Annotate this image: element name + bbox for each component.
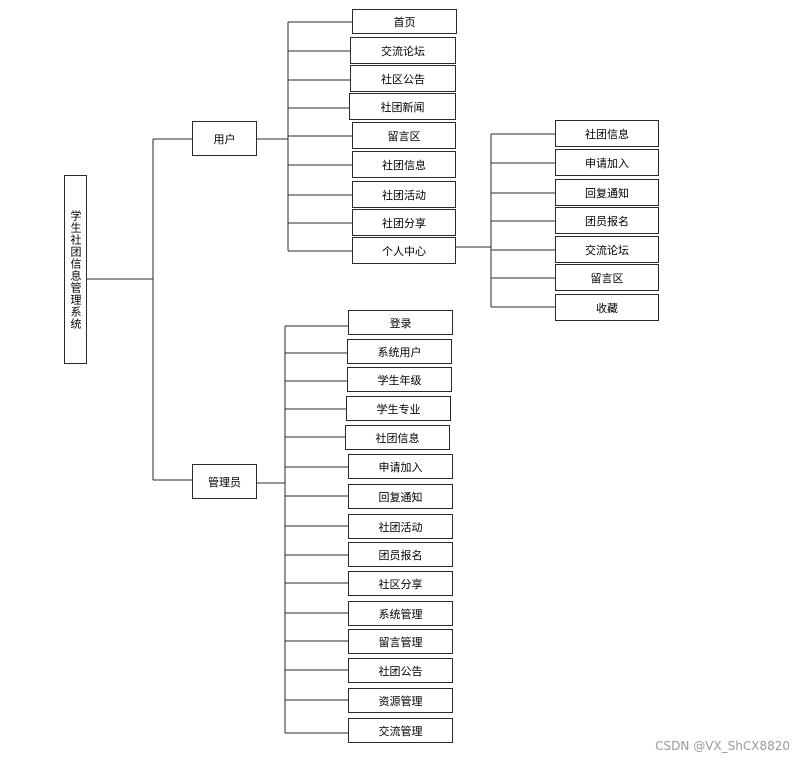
user-item-label: 个人中心	[382, 244, 426, 258]
admin-item-label: 社团公告	[378, 664, 423, 678]
admin-item-member-signup: 团员报名	[348, 542, 453, 567]
admin-item-label: 资源管理	[378, 694, 423, 708]
admin-item-student-grade: 学生年级	[347, 367, 452, 392]
personal-item-label: 团员报名	[585, 214, 629, 228]
admin-item-exchange-management: 交流管理	[348, 718, 453, 743]
admin-item-club-notice: 社团公告	[348, 658, 453, 683]
personal-item-message-board: 留言区	[555, 264, 659, 291]
personal-item-reply-notice: 回复通知	[555, 179, 659, 206]
admin-item-label: 申请加入	[378, 460, 423, 474]
admin-item-login: 登录	[348, 310, 453, 335]
admin-item-label: 社区分享	[378, 577, 423, 591]
user-item-label: 留言区	[387, 129, 421, 143]
user-label: 用户	[213, 132, 236, 146]
admin-item-apply-join: 申请加入	[348, 454, 453, 479]
personal-item-member-signup: 团员报名	[555, 207, 659, 234]
user-item-community-notice: 社区公告	[350, 65, 456, 92]
root-node: 学生社团信息管理系统	[64, 175, 87, 364]
admin-item-label: 学生专业	[376, 402, 421, 416]
user-item-label: 交流论坛	[381, 44, 425, 58]
admin-item-club-info: 社团信息	[345, 425, 450, 450]
user-item-label: 社团分享	[382, 216, 426, 230]
admin-item-student-major: 学生专业	[346, 396, 451, 421]
watermark: CSDN @VX_ShCX8820	[655, 739, 790, 753]
admin-node: 管理员	[192, 464, 257, 499]
user-item-message-board: 留言区	[352, 122, 456, 149]
user-item-label: 社团信息	[382, 158, 426, 172]
user-item-label: 社团活动	[382, 188, 426, 202]
user-node: 用户	[192, 121, 257, 156]
admin-item-label: 社团活动	[378, 520, 423, 534]
admin-item-message-management: 留言管理	[348, 629, 453, 654]
admin-item-club-activities: 社团活动	[348, 514, 453, 539]
admin-item-label: 交流管理	[378, 724, 423, 738]
personal-item-label: 社团信息	[585, 127, 629, 141]
user-item-label: 首页	[393, 15, 416, 29]
user-item-personal-center: 个人中心	[352, 237, 456, 264]
user-item-home: 首页	[352, 9, 457, 34]
admin-item-label: 系统用户	[377, 345, 422, 359]
admin-item-community-share: 社区分享	[348, 571, 453, 596]
admin-label: 管理员	[208, 475, 241, 489]
admin-item-system-management: 系统管理	[348, 601, 453, 626]
user-item-label: 社团新闻	[380, 100, 425, 114]
admin-item-label: 系统管理	[378, 607, 423, 621]
user-item-forum: 交流论坛	[350, 37, 456, 64]
admin-item-label: 学生年级	[377, 373, 422, 387]
personal-item-favorites: 收藏	[555, 294, 659, 321]
admin-item-label: 社团信息	[375, 431, 420, 445]
user-item-club-info: 社团信息	[352, 151, 456, 178]
personal-item-forum: 交流论坛	[555, 236, 659, 263]
admin-item-system-users: 系统用户	[347, 339, 452, 364]
user-item-club-news: 社团新闻	[349, 93, 456, 120]
admin-item-reply-notice: 回复通知	[348, 484, 453, 509]
personal-item-label: 收藏	[596, 301, 618, 315]
personal-item-label: 交流论坛	[585, 243, 629, 257]
admin-item-resource-management: 资源管理	[348, 688, 453, 713]
personal-item-label: 留言区	[590, 271, 624, 285]
admin-item-label: 登录	[389, 316, 412, 330]
personal-item-label: 回复通知	[585, 186, 629, 200]
admin-item-label: 团员报名	[378, 548, 423, 562]
admin-item-label: 留言管理	[378, 635, 423, 649]
user-item-label: 社区公告	[381, 72, 425, 86]
user-item-club-share: 社团分享	[352, 209, 456, 236]
admin-item-label: 回复通知	[378, 490, 423, 504]
root-label: 学生社团信息管理系统	[69, 209, 82, 330]
personal-item-apply-join: 申请加入	[555, 149, 659, 176]
personal-item-club-info: 社团信息	[555, 120, 659, 147]
user-item-club-activities: 社团活动	[352, 181, 456, 208]
personal-item-label: 申请加入	[585, 156, 629, 170]
